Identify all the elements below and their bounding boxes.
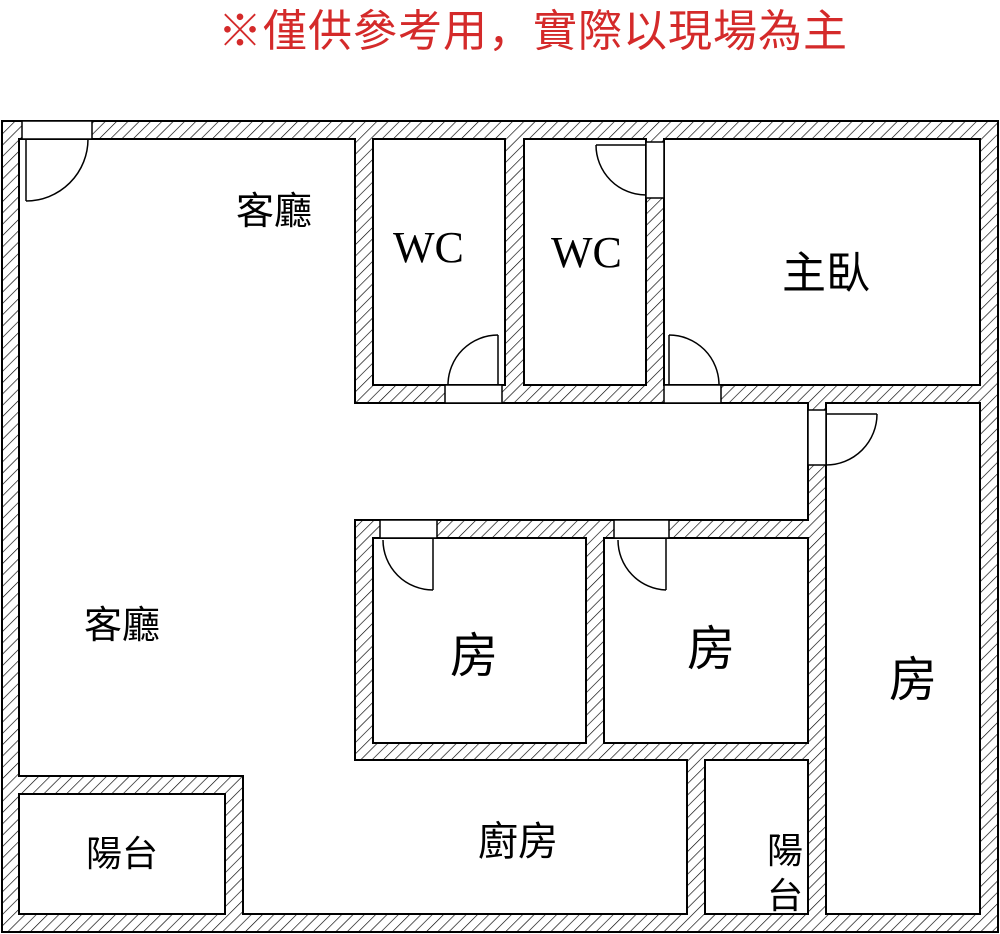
label-wc1: WC [393, 223, 464, 272]
balcony-left [18, 793, 226, 915]
label-living: 客廳 [84, 605, 160, 647]
label-balcony-small-1: 陽 [767, 831, 803, 871]
wc2-room [523, 138, 647, 386]
room1 [372, 537, 587, 744]
living-kitchen-corridor [18, 138, 809, 915]
label-room2: 房 [687, 623, 735, 676]
room2-door [613, 519, 670, 591]
room3 [825, 402, 981, 915]
label-balcony-left: 陽台 [86, 834, 158, 874]
label-room1: 房 [450, 630, 498, 683]
room2 [603, 537, 809, 744]
room3-door [807, 409, 878, 466]
master-door [663, 334, 722, 404]
room1-door [379, 519, 438, 591]
label-balcony-small-2: 台 [767, 876, 803, 916]
label-master: 主臥 [782, 249, 870, 298]
wc1-door [444, 334, 503, 404]
wc1-room [372, 138, 506, 386]
label-kitchen: 廚房 [478, 819, 558, 864]
balcony-small [704, 759, 809, 915]
label-room3: 房 [889, 654, 937, 707]
master-bedroom [663, 138, 981, 386]
entrance-door [21, 120, 93, 202]
disclaimer-title: ※僅供參考用，實際以現場為主 [218, 7, 848, 56]
wc2-door [595, 141, 665, 199]
label-wc2: WC [551, 228, 622, 277]
label-living-top: 客廳 [236, 191, 312, 233]
